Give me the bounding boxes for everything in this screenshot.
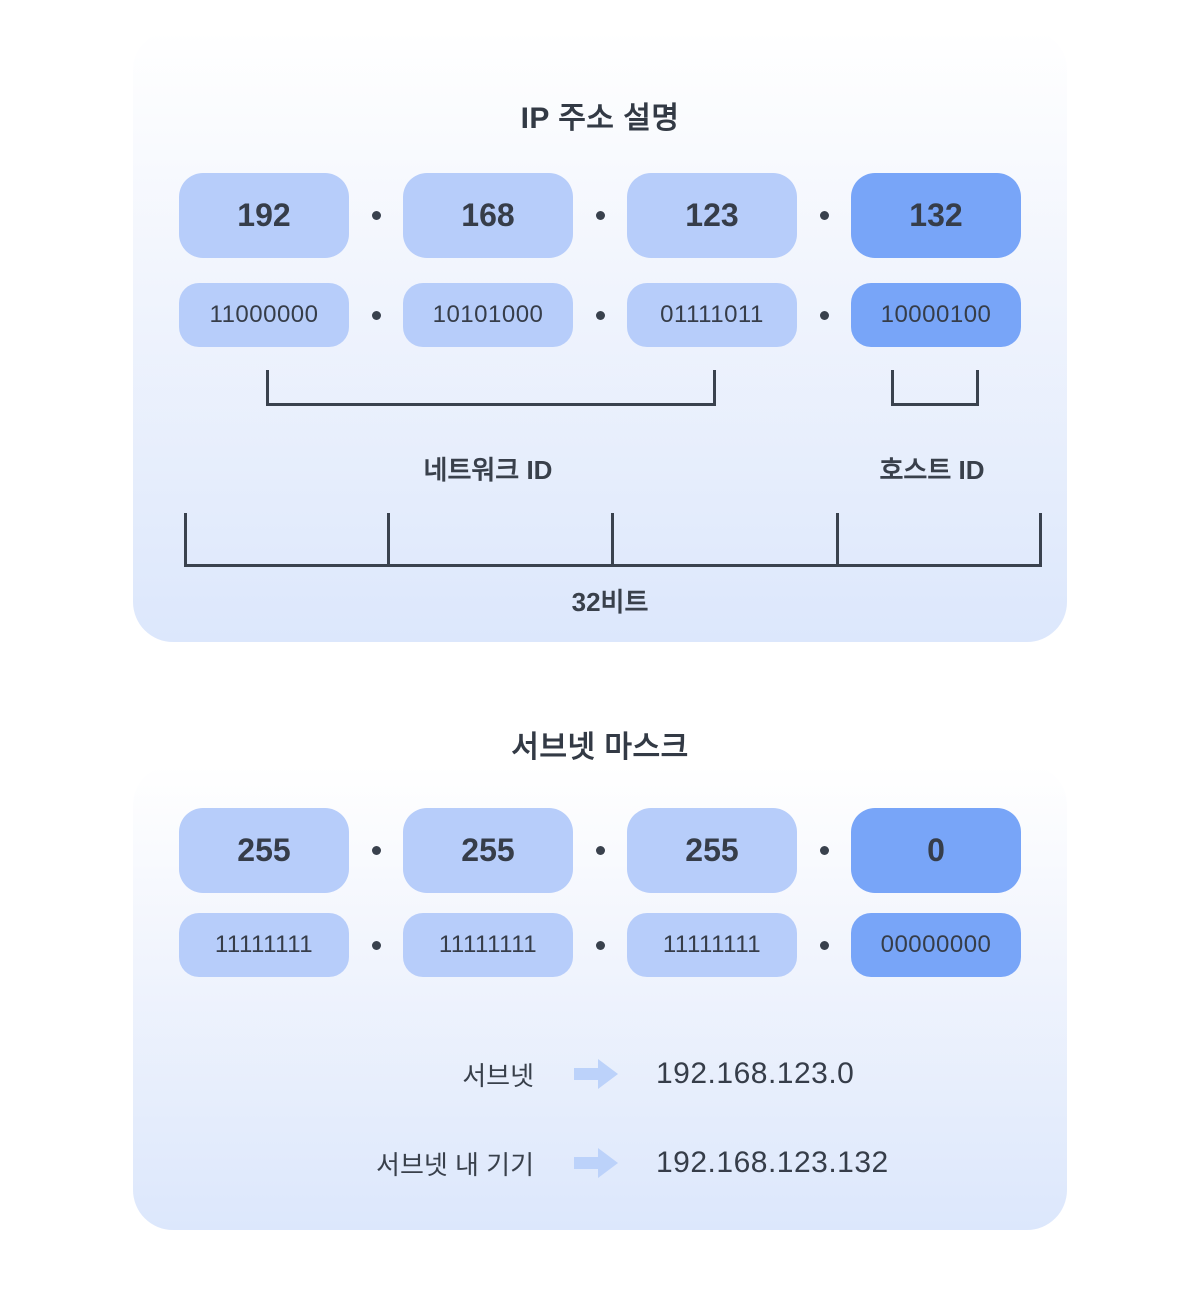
bits-label: 32비트 bbox=[571, 587, 649, 617]
bits-ruler bbox=[184, 513, 1042, 567]
octet-separator-dot bbox=[573, 913, 627, 977]
subnet-row-value: 192.168.123.132 bbox=[656, 1146, 889, 1179]
subnet-mapping-row: 서브넷 192.168.123.0 bbox=[179, 1049, 1021, 1099]
ip-decimal-row: 192 168 123 132 bbox=[179, 173, 1021, 258]
network-id-label: 네트워크 ID bbox=[423, 455, 553, 485]
host-id-bracket bbox=[891, 370, 979, 406]
octet-separator-dot bbox=[573, 283, 627, 347]
octet-separator-dot bbox=[349, 808, 403, 893]
octet-separator-dot bbox=[797, 283, 851, 347]
arrow-right-icon bbox=[574, 1148, 618, 1178]
subnet-row-label: 서브넷 bbox=[462, 1060, 534, 1091]
ruler-tick bbox=[611, 513, 615, 564]
octet-separator-dot bbox=[797, 173, 851, 258]
ip-octet-box-binary: 01111011 bbox=[627, 283, 797, 347]
ip-address-card: IP 주소 설명 192 168 123 132 11000000 101010… bbox=[133, 30, 1067, 642]
mask-octet-box-decimal: 255 bbox=[179, 808, 349, 893]
octet-separator-dot bbox=[349, 913, 403, 977]
ip-octet-box-decimal: 168 bbox=[403, 173, 573, 258]
mask-octet-box-binary-host: 00000000 bbox=[851, 913, 1021, 977]
octet-separator-dot bbox=[573, 808, 627, 893]
ip-octet-box-binary: 11000000 bbox=[179, 283, 349, 347]
ip-octet-box-binary: 10101000 bbox=[403, 283, 573, 347]
mask-decimal-row: 255 255 255 0 bbox=[179, 808, 1021, 893]
mask-octet-box-binary: 11111111 bbox=[627, 913, 797, 977]
ip-binary-row: 11000000 10101000 01111011 10000100 bbox=[179, 283, 1021, 347]
mask-octet-box-decimal: 255 bbox=[403, 808, 573, 893]
octet-separator-dot bbox=[349, 283, 403, 347]
ip-octet-box-binary-host: 10000100 bbox=[851, 283, 1021, 347]
octet-separator-dot bbox=[573, 173, 627, 258]
octet-separator-dot bbox=[349, 173, 403, 258]
ruler-tick bbox=[387, 513, 391, 564]
mask-octet-box-decimal: 255 bbox=[627, 808, 797, 893]
mask-binary-row: 11111111 11111111 11111111 00000000 bbox=[179, 913, 1021, 977]
mask-octet-box-binary: 11111111 bbox=[403, 913, 573, 977]
subnet-mask-card: 255 255 255 0 11111111 11111111 11111111… bbox=[133, 765, 1067, 1230]
octet-separator-dot bbox=[797, 808, 851, 893]
octet-separator-dot bbox=[797, 913, 851, 977]
network-id-bracket bbox=[266, 370, 716, 406]
host-id-label: 호스트 ID bbox=[879, 455, 985, 485]
subnet-row-label: 서브넷 내 기기 bbox=[376, 1149, 534, 1180]
subnet-mapping-row: 서브넷 내 기기 192.168.123.132 bbox=[179, 1138, 1021, 1188]
ruler-tick bbox=[836, 513, 840, 564]
subnet-row-value: 192.168.123.0 bbox=[656, 1057, 855, 1090]
ip-octet-box-decimal-host: 132 bbox=[851, 173, 1021, 258]
arrow-right-icon bbox=[574, 1059, 618, 1089]
ip-octet-box-decimal: 123 bbox=[627, 173, 797, 258]
subnet-mask-title: 서브넷 마스크 bbox=[511, 730, 689, 764]
ip-card-title: IP 주소 설명 bbox=[520, 101, 680, 135]
mask-octet-box-binary: 11111111 bbox=[179, 913, 349, 977]
ip-octet-box-decimal: 192 bbox=[179, 173, 349, 258]
mask-octet-box-decimal-host: 0 bbox=[851, 808, 1021, 893]
